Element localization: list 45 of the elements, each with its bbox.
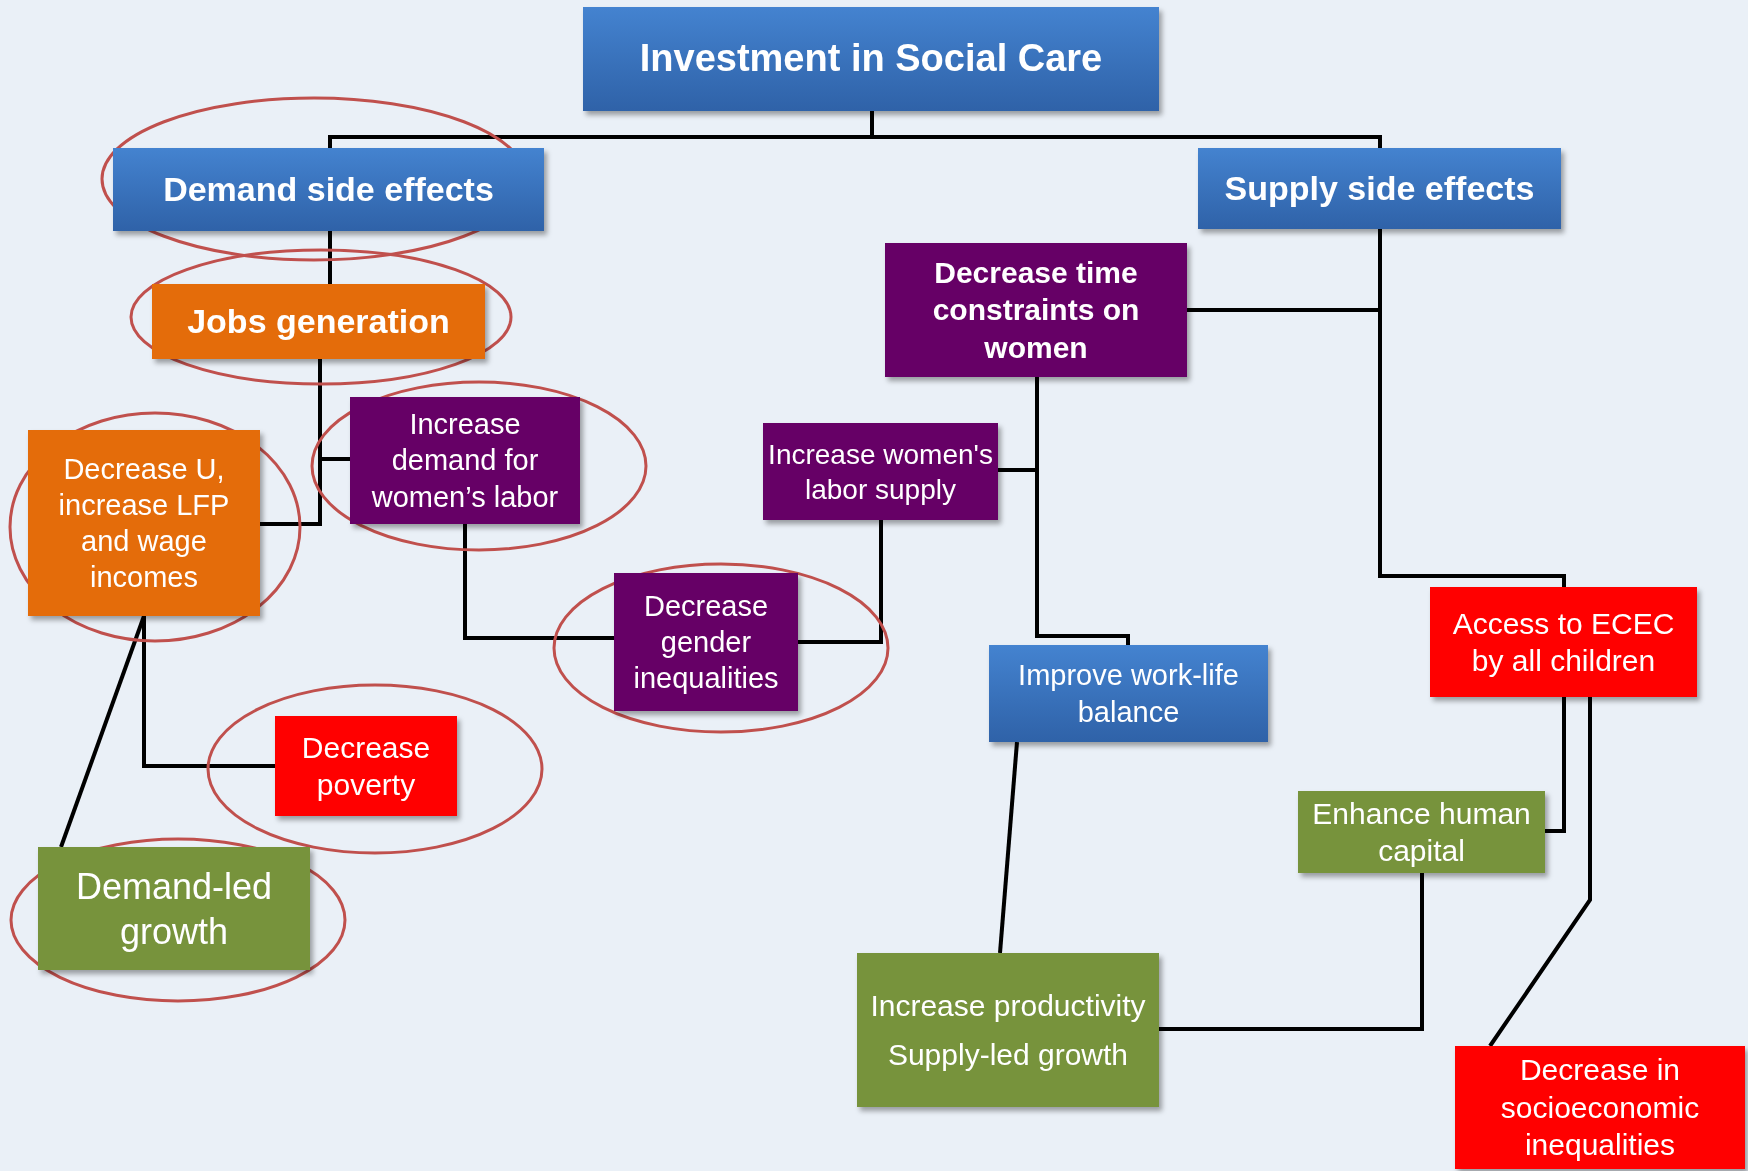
process-box bbox=[28, 430, 260, 616]
connector-line bbox=[1159, 873, 1424, 1031]
node-label: Access to ECEC by all children bbox=[1451, 605, 1676, 679]
node-label: Supply side effects bbox=[1224, 168, 1535, 210]
process-box bbox=[1198, 148, 1561, 229]
process-box bbox=[1430, 587, 1697, 697]
node-label: Increase women's labor supply bbox=[767, 437, 994, 507]
node-label: Improve work-life balance bbox=[1017, 658, 1240, 730]
connector-line bbox=[142, 616, 275, 768]
process-box bbox=[1298, 791, 1545, 873]
connector-line bbox=[998, 741, 1019, 954]
connector-line bbox=[1545, 697, 1566, 833]
process-box bbox=[152, 284, 485, 359]
node-label: Enhance human capital bbox=[1311, 795, 1532, 869]
node-label: Decrease time constraints on women bbox=[931, 254, 1141, 366]
process-box bbox=[38, 847, 310, 970]
node-label: Decrease poverty bbox=[300, 729, 432, 803]
node-label: Demand-led growth bbox=[74, 864, 274, 954]
node-label: Supply-led growth bbox=[887, 1037, 1129, 1073]
process-box bbox=[989, 645, 1268, 742]
process-box bbox=[350, 397, 580, 524]
process-box bbox=[885, 243, 1187, 377]
connector-line bbox=[870, 111, 1382, 148]
node-label: Jobs generation bbox=[187, 301, 450, 343]
connector-line bbox=[463, 524, 614, 640]
connector-line bbox=[1378, 229, 1566, 587]
process-box bbox=[763, 423, 998, 520]
node-label: Investment in Social Care bbox=[639, 36, 1103, 82]
connector-line bbox=[318, 359, 350, 461]
process-box bbox=[275, 716, 457, 816]
connector-line bbox=[1488, 697, 1592, 1048]
node-label: Increase productivity bbox=[870, 987, 1146, 1024]
node-label: Demand side effects bbox=[163, 169, 494, 211]
connector-line bbox=[1035, 377, 1130, 645]
node-label: Decrease gender inequalities bbox=[632, 588, 780, 697]
node-label: Increase demand for women’s labor bbox=[370, 407, 560, 515]
process-box bbox=[583, 7, 1159, 111]
process-box bbox=[857, 953, 1159, 1107]
process-box bbox=[614, 573, 798, 711]
process-box bbox=[113, 148, 544, 231]
connector-line bbox=[798, 520, 883, 644]
node-label: Decrease in socioeconomic inequalities bbox=[1499, 1052, 1701, 1164]
node-label: Decrease U, increase LFP and wage incomes bbox=[57, 451, 231, 596]
connector-line bbox=[328, 231, 332, 284]
process-box bbox=[1455, 1046, 1745, 1169]
